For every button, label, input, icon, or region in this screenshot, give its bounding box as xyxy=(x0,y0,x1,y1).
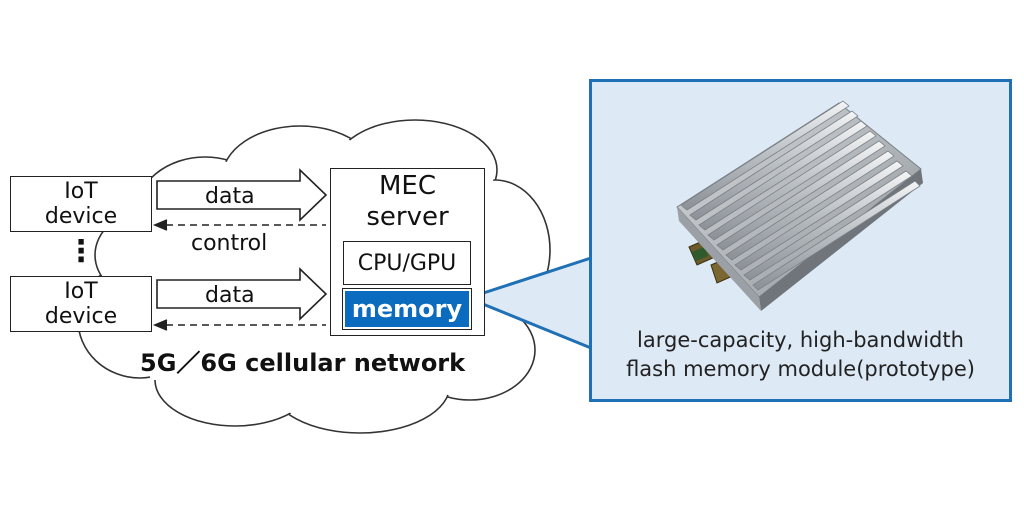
iot-device-label-line2: device xyxy=(44,204,118,229)
iot-device-box: IoT device xyxy=(10,276,152,332)
memory-label: memory xyxy=(351,295,463,323)
network-label: 5G／6G cellular network xyxy=(140,349,466,377)
iot-device-label-line2: device xyxy=(44,304,118,329)
ellipsis-vertical: ⋮ xyxy=(66,234,96,269)
iot-device-label-line1: IoT xyxy=(64,279,98,304)
control-arrow-bottom xyxy=(152,319,326,331)
heatsink-fins xyxy=(680,100,921,291)
control-label: control xyxy=(191,231,268,256)
iot-device-label-line1: IoT xyxy=(64,179,98,204)
data-arrow-top xyxy=(156,168,328,222)
cpu-gpu-label: CPU/GPU xyxy=(357,250,457,276)
mec-server-title-line2: server xyxy=(366,202,449,232)
module-caption-line1: large-capacity, high-bandwidth xyxy=(637,328,964,352)
module-caption: large-capacity, high-bandwidth flash mem… xyxy=(589,326,1012,384)
iot-device-box: IoT device xyxy=(10,176,152,232)
memory-box: memory xyxy=(342,288,472,330)
data-label-bottom: data xyxy=(205,283,255,308)
module-caption-line2: flash memory module(prototype) xyxy=(626,357,975,381)
flash-memory-module-image xyxy=(676,100,923,311)
mec-server-title-line1: MEC xyxy=(378,171,436,201)
data-label-top: data xyxy=(205,184,255,209)
control-arrow-top xyxy=(152,219,326,231)
cpu-gpu-box: CPU/GPU xyxy=(343,241,471,285)
data-arrow-bottom xyxy=(156,267,328,321)
